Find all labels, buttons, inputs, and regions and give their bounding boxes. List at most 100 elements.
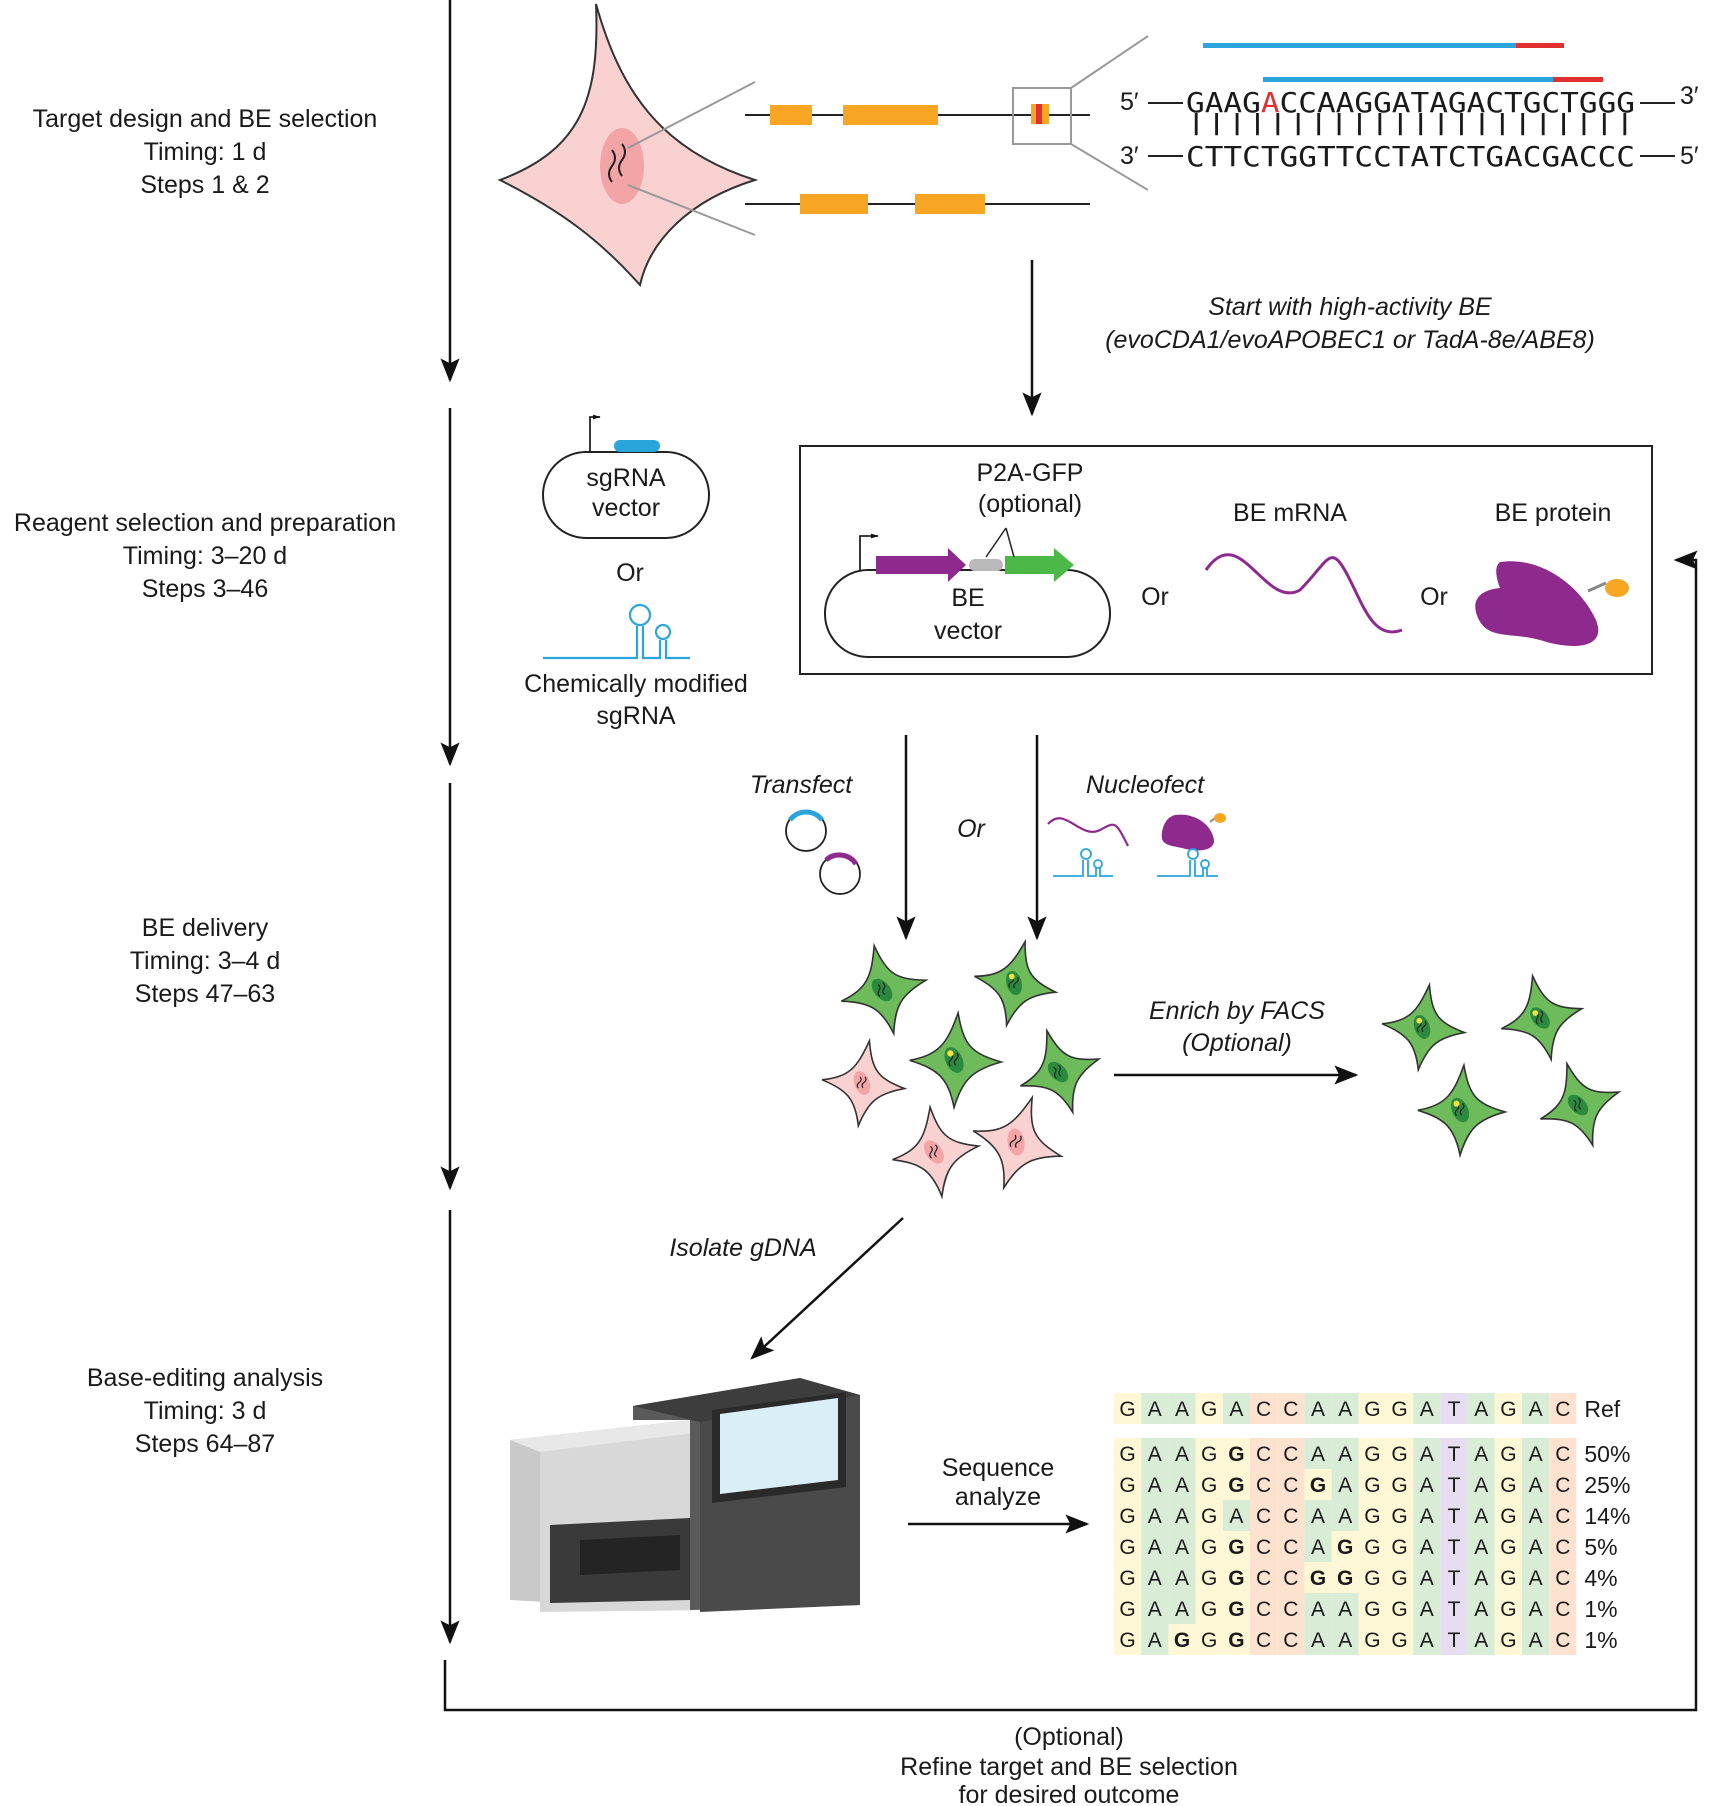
base-cell xyxy=(1331,1531,1359,1562)
gene-track-1 xyxy=(745,87,1090,145)
svg-text:for desired outcome: for desired outcome xyxy=(959,1781,1180,1806)
base-cell xyxy=(1440,1562,1468,1593)
transfect-label: Transfect xyxy=(750,771,853,799)
gfp-gene-arrow xyxy=(1005,548,1074,582)
base-cell xyxy=(1358,1531,1386,1562)
base-letter: T xyxy=(1448,1398,1461,1421)
base-letter: G xyxy=(1500,1505,1516,1528)
base-cell xyxy=(1413,1562,1441,1593)
base-cell xyxy=(1141,1562,1169,1593)
frequency-label: 25% xyxy=(1584,1472,1630,1498)
base-letter: A xyxy=(1148,1629,1162,1652)
or-label: Or xyxy=(616,559,644,587)
base-letter: A xyxy=(1338,1443,1352,1466)
base-cell xyxy=(1250,1531,1278,1562)
base-cell xyxy=(1114,1531,1142,1562)
zoom-lines-2 xyxy=(1070,35,1149,191)
svg-text:(Optional): (Optional) xyxy=(1182,1029,1292,1057)
gene-track-2 xyxy=(745,194,1090,214)
base-cell xyxy=(1549,1624,1577,1655)
base-letter: C xyxy=(1555,1567,1570,1590)
base-cell xyxy=(1386,1438,1414,1469)
base-cell xyxy=(1250,1438,1278,1469)
base-cell xyxy=(1386,1593,1414,1624)
base-letter: G xyxy=(1500,1598,1516,1621)
target-cell xyxy=(497,3,759,288)
base-cell xyxy=(1467,1531,1495,1562)
or-label: Or xyxy=(1141,583,1169,611)
base-letter: C xyxy=(1256,1536,1271,1559)
base-letter: G xyxy=(1364,1567,1380,1590)
frequency-label: 5% xyxy=(1584,1534,1617,1560)
frequency-label: 4% xyxy=(1584,1565,1617,1591)
base-cell xyxy=(1522,1393,1550,1424)
base-letter: G xyxy=(1119,1567,1135,1590)
nucleofect-mrna-icon xyxy=(1047,817,1129,877)
step-range: Steps 64–87 xyxy=(135,1430,275,1458)
base-letter: G xyxy=(1364,1398,1380,1421)
base-cell xyxy=(1467,1562,1495,1593)
svg-text:(Optional): (Optional) xyxy=(1014,1723,1124,1751)
base-letter: A xyxy=(1175,1398,1189,1421)
base-cell xyxy=(1494,1393,1522,1424)
base-cell xyxy=(1168,1393,1196,1424)
unedited-cell-icon xyxy=(972,1094,1064,1191)
base-letter: G xyxy=(1201,1536,1217,1559)
unedited-cell-icon xyxy=(821,1037,908,1129)
base-letter: A xyxy=(1529,1567,1543,1590)
base-cell xyxy=(1304,1593,1332,1624)
base-letter: A xyxy=(1148,1443,1162,1466)
be-reagent-box xyxy=(799,445,1653,675)
base-letter: G xyxy=(1364,1474,1380,1497)
base-cell xyxy=(1413,1531,1441,1562)
base-cell xyxy=(1141,1593,1169,1624)
or-label: Or xyxy=(957,815,986,843)
transfect-plasmids-icon xyxy=(785,809,861,895)
base-cell xyxy=(1277,1531,1305,1562)
base-cell xyxy=(1549,1562,1577,1593)
step-timing: Timing: 1 d xyxy=(144,138,267,166)
base-cell xyxy=(1358,1469,1386,1500)
base-letter: A xyxy=(1529,1536,1543,1559)
base-cell xyxy=(1250,1500,1278,1531)
base-letter: A xyxy=(1148,1398,1162,1421)
base-cell xyxy=(1222,1438,1250,1469)
svg-text:sgRNA: sgRNA xyxy=(586,464,666,492)
base-cell xyxy=(1277,1562,1305,1593)
base-cell xyxy=(1168,1624,1196,1655)
base-cell xyxy=(1331,1562,1359,1593)
base-letter: C xyxy=(1555,1505,1570,1528)
base-cell xyxy=(1168,1438,1196,1469)
zoom-lines xyxy=(627,81,756,236)
base-cell xyxy=(1195,1500,1223,1531)
base-cell xyxy=(1494,1593,1522,1624)
svg-text:Sequence: Sequence xyxy=(942,1454,1055,1482)
base-letter: A xyxy=(1338,1629,1352,1652)
base-cell xyxy=(1222,1500,1250,1531)
base-cell xyxy=(1195,1438,1223,1469)
base-letter: G xyxy=(1364,1598,1380,1621)
base-letter: G xyxy=(1201,1474,1217,1497)
step-timing: Timing: 3–4 d xyxy=(130,947,281,975)
base-letter: A xyxy=(1529,1629,1543,1652)
base-letter: A xyxy=(1474,1536,1488,1559)
step-name: Reagent selection and preparation xyxy=(14,509,396,537)
base-letter: G xyxy=(1310,1567,1326,1590)
base-cell xyxy=(1522,1438,1550,1469)
unedited-cell-icon xyxy=(892,1104,982,1200)
base-letter: C xyxy=(1555,1443,1570,1466)
base-cell xyxy=(1222,1624,1250,1655)
base-cell xyxy=(1277,1500,1305,1531)
base-cell xyxy=(1195,1593,1223,1624)
step-label-3: BE delivery Timing: 3–4 d Steps 47–63 xyxy=(130,914,281,1008)
base-cell xyxy=(1331,1393,1359,1424)
base-cell xyxy=(1195,1469,1223,1500)
base-cell xyxy=(1413,1393,1441,1424)
base-letter: A xyxy=(1420,1598,1434,1621)
base-letter: G xyxy=(1119,1474,1135,1497)
